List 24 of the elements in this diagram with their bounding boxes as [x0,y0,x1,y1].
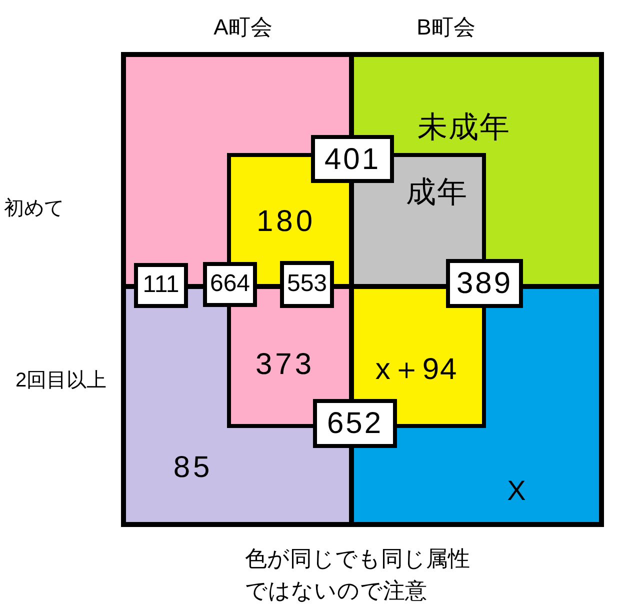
number-box [446,259,523,308]
column-header: B町会 [416,14,476,40]
region-label: x＋94 [375,352,458,388]
column-header: A町会 [214,14,272,40]
number-label: 389 [456,267,513,300]
number-label: 664 [210,271,250,298]
caption-note: 色が同じでも同じ属性ではないので注意 [245,545,471,605]
region-label: X [507,474,526,507]
row-header: 2回目以上 [15,370,107,392]
number-label: 553 [286,271,328,298]
number-box [203,262,257,307]
region-label: 85 [173,450,213,485]
region-label: 未成年 [418,110,510,145]
number-label: 401 [324,142,381,176]
row-header: 初めて [4,198,64,220]
number-box [134,263,188,308]
region-label: 成年 [406,175,468,210]
number-box [280,261,334,308]
number-box [313,399,397,448]
region-label: 373 [255,347,315,382]
region-label: 180 [256,204,316,239]
number-box [311,135,394,183]
number-label: 111 [142,272,180,299]
number-label: 652 [326,407,384,440]
